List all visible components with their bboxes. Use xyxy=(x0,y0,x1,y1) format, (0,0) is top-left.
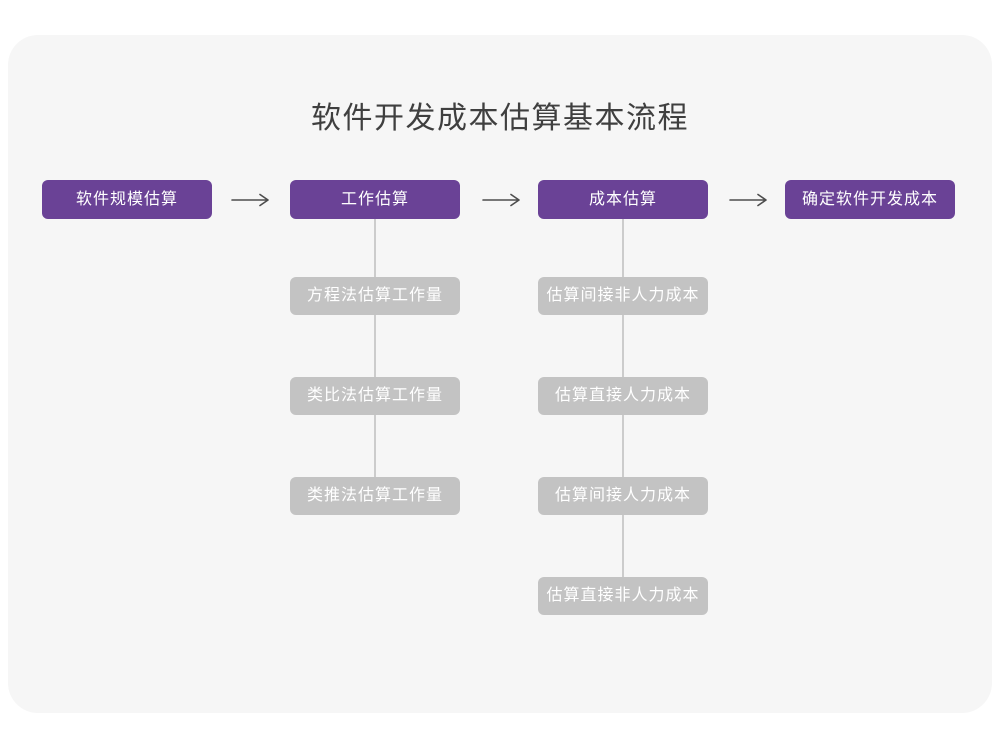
flow-node-determine-dev-cost: 确定软件开发成本 xyxy=(785,180,955,219)
branch-node-direct-nonlabor-cost: 估算直接非人力成本 xyxy=(538,577,708,615)
branch-node-extrapolation-method: 类推法估算工作量 xyxy=(290,477,460,515)
branch-node-indirect-labor-cost: 估算间接人力成本 xyxy=(538,477,708,515)
arrow-right-icon xyxy=(482,192,522,208)
branch-node-indirect-nonlabor-cost: 估算间接非人力成本 xyxy=(538,277,708,315)
connector-line-work-estimation xyxy=(374,219,376,497)
arrow-right-icon xyxy=(729,192,769,208)
branch-node-analogy-method: 类比法估算工作量 xyxy=(290,377,460,415)
diagram-canvas: 软件开发成本估算基本流程 软件规模估算 工作估算 成本估算 确定软件开发成本 方… xyxy=(8,35,992,713)
flow-node-cost-estimation: 成本估算 xyxy=(538,180,708,219)
arrow-right-icon xyxy=(231,192,271,208)
branch-node-direct-labor-cost: 估算直接人力成本 xyxy=(538,377,708,415)
flow-node-software-scale-estimation: 软件规模估算 xyxy=(42,180,212,219)
branch-node-equation-method: 方程法估算工作量 xyxy=(290,277,460,315)
diagram-title: 软件开发成本估算基本流程 xyxy=(311,102,689,135)
flow-node-work-estimation: 工作估算 xyxy=(290,180,460,219)
